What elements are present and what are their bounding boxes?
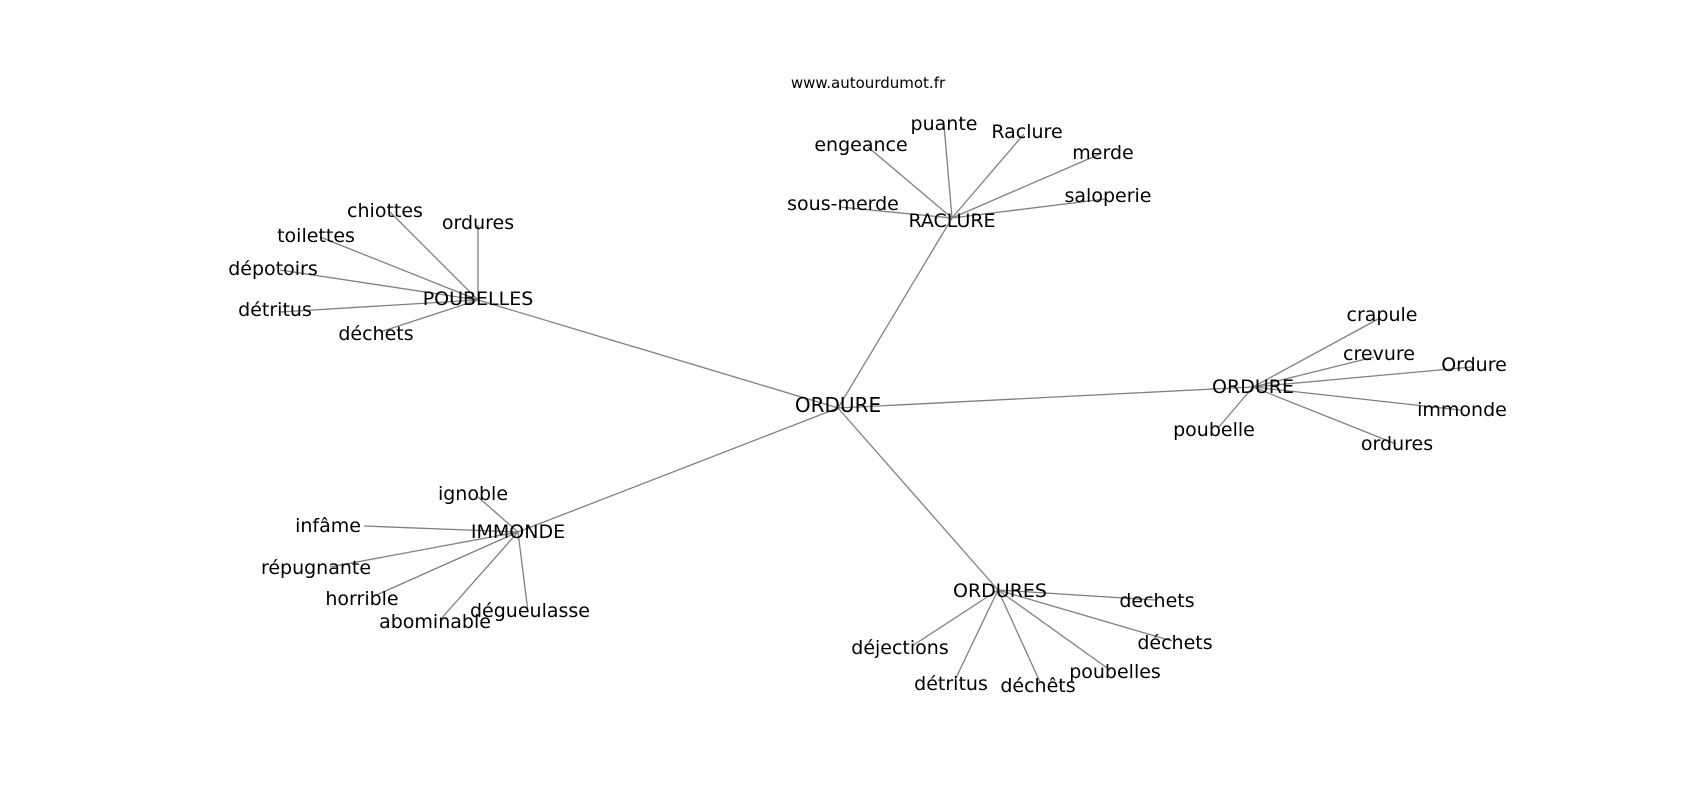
- edge-hub-to-leaf: [997, 589, 1156, 601]
- leaf-node-label: crapule: [1347, 304, 1418, 326]
- edge-hub-to-leaf: [997, 589, 1041, 683]
- leaf-node-label: répugnante: [261, 557, 371, 579]
- hub-node-label: ORDURE: [1212, 376, 1294, 398]
- edge-hub-to-leaf: [997, 589, 1173, 642]
- leaf-node-label: dégueulasse: [470, 600, 590, 622]
- leaf-node-label: ordures: [442, 212, 514, 234]
- edge-hub-to-leaf: [943, 124, 953, 219]
- edge-hub-to-leaf: [1217, 386, 1254, 429]
- edge-center-to-hub: [477, 299, 839, 409]
- leaf-node-label: détritus: [238, 299, 312, 321]
- edge-hub-to-leaf: [1252, 317, 1381, 388]
- edge-center-to-hub: [837, 217, 953, 409]
- edge-hub-to-leaf: [279, 299, 479, 313]
- edge-center-to-hub: [517, 407, 839, 533]
- edge-hub-to-leaf: [1252, 366, 1473, 388]
- edge-hub-to-leaf: [951, 153, 1101, 219]
- edge-hub-to-leaf: [389, 211, 479, 301]
- hub-node-label: POUBELLES: [423, 288, 534, 310]
- leaf-node-label: Raclure: [991, 121, 1062, 143]
- leaf-node-label: détritus: [914, 673, 988, 695]
- leaf-node-label: déjections: [851, 637, 948, 659]
- leaf-node-label: poubelles: [1069, 661, 1161, 683]
- edge-hub-to-leaf: [997, 589, 1111, 671]
- graph-labels: ORDURE POUBELLES chiottes ordures toilettes d…: [228, 113, 1507, 697]
- edge-hub-to-leaf: [477, 496, 519, 533]
- leaf-node-label: déchets: [1137, 632, 1212, 654]
- hub-node-label: RACLURE: [908, 210, 995, 232]
- edge-center-to-hub: [837, 407, 999, 591]
- edge-hub-to-leaf: [951, 133, 1025, 219]
- leaf-node-label: dépotoirs: [228, 258, 318, 280]
- edge-center-to-hub: [837, 386, 1254, 409]
- hub-node-label: ORDURES: [953, 580, 1047, 602]
- leaf-node-label: abominable: [379, 611, 491, 633]
- leaf-node-label: déchets: [338, 323, 413, 345]
- source-url: www.autourdumot.fr: [791, 74, 946, 92]
- edge-hub-to-leaf: [1252, 356, 1375, 388]
- edge-hub-to-leaf: [867, 146, 953, 219]
- leaf-node-label: merde: [1072, 142, 1133, 164]
- leaf-node-label: toilettes: [277, 225, 355, 247]
- leaf-node-label: horrible: [325, 588, 398, 610]
- leaf-node-label: chiottes: [347, 200, 423, 222]
- leaf-node-label: infâme: [295, 515, 361, 537]
- leaf-node-label: Ordure: [1441, 354, 1507, 376]
- leaf-node-label: déchêts: [1000, 675, 1075, 697]
- leaf-node-label: puante: [911, 113, 978, 135]
- leaf-node-label: poubelle: [1173, 419, 1255, 441]
- edge-hub-to-leaf: [329, 531, 519, 568]
- leaf-node-label: saloperie: [1065, 185, 1152, 207]
- edge-hub-to-leaf: [371, 531, 519, 598]
- edge-hub-to-leaf: [279, 269, 479, 301]
- edge-hub-to-leaf: [363, 525, 519, 533]
- edge-hub-to-leaf: [517, 531, 529, 613]
- hub-node-label: IMMONDE: [471, 521, 565, 543]
- edge-hub-to-leaf: [319, 236, 479, 301]
- leaf-node-label: immonde: [1417, 399, 1507, 421]
- edge-hub-to-leaf: [911, 589, 999, 647]
- edge-hub-to-leaf: [839, 206, 953, 219]
- center-node-label: ORDURE: [795, 393, 881, 417]
- leaf-node-label: crevure: [1343, 343, 1415, 365]
- leaf-node-label: engeance: [814, 134, 907, 156]
- edge-hub-to-leaf: [439, 531, 519, 621]
- graph-edges: [279, 124, 1473, 683]
- edge-hub-to-leaf: [951, 198, 1106, 219]
- leaf-node-label: sous-merde: [787, 193, 899, 215]
- leaf-node-label: ordures: [1361, 433, 1433, 455]
- edge-hub-to-leaf: [1252, 386, 1397, 445]
- edge-hub-to-leaf: [954, 589, 999, 681]
- leaf-node-label: ignoble: [438, 483, 508, 505]
- leaf-node-label: dechets: [1119, 590, 1194, 612]
- edge-hub-to-leaf: [379, 299, 479, 333]
- edge-hub-to-leaf: [1252, 386, 1461, 411]
